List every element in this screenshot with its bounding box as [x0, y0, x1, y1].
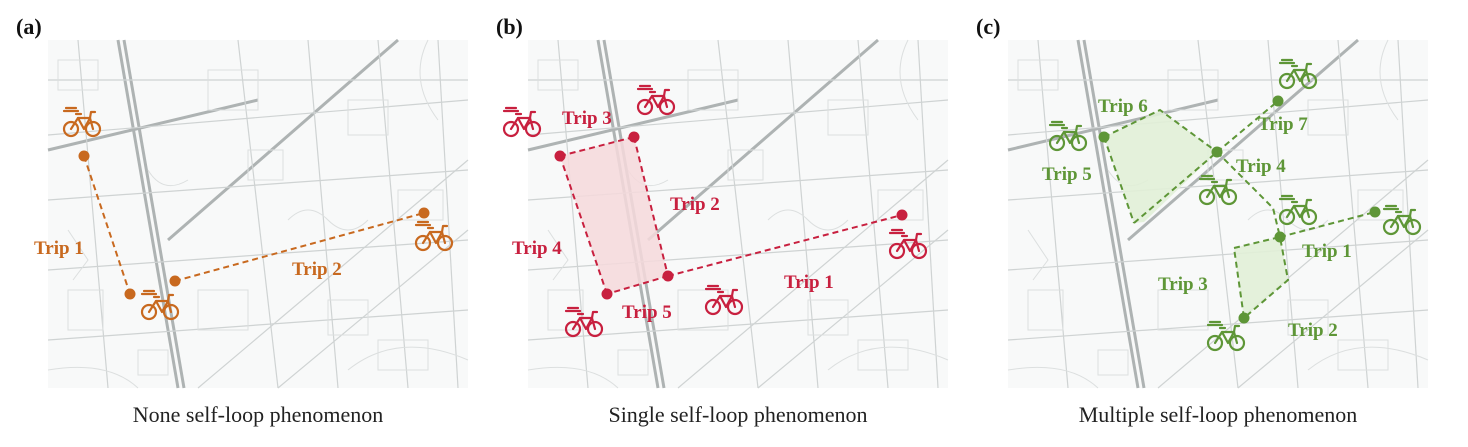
trip-label-1: Trip 1	[34, 238, 84, 259]
trip-point-dot	[628, 131, 640, 143]
trip-point-dot	[1098, 131, 1110, 143]
trip-label-3: Trip 3	[562, 108, 612, 129]
trip-paths	[559, 136, 903, 295]
trip-point-dot	[418, 207, 430, 219]
trip-label-2: Trip 2	[292, 259, 342, 280]
caption-b: Single self-loop phenomenon	[608, 402, 868, 427]
trip-paths	[83, 155, 425, 295]
trip-label-2: Trip 2	[1288, 320, 1338, 341]
map-b: Trip 1 Trip 2 Trip 3 Trip 4 Trip 5	[502, 38, 950, 390]
trip-label-7: Trip 7	[1258, 114, 1308, 135]
self-loop-area-1	[1104, 110, 1217, 223]
panel-b: (b) Trip 1 Trip 2 Trip 3	[488, 0, 958, 447]
map-a: Trip 1 Trip 2	[34, 38, 470, 390]
trip-point-dot	[554, 150, 566, 162]
panel-c: (c) Trip	[968, 0, 1438, 447]
caption-c: Multiple self-loop phenomenon	[1078, 402, 1358, 427]
caption-a: None self-loop phenomenon	[132, 402, 384, 427]
trip-point-dot	[601, 288, 613, 300]
panel-a: (a) Trip 1 Trip 2 None self-loop phenome…	[8, 0, 478, 447]
trip-label-3: Trip 3	[1158, 274, 1208, 295]
trip-label-1: Trip 1	[1302, 241, 1352, 262]
trip-point-dot	[662, 270, 674, 282]
trip-label-6: Trip 6	[1098, 96, 1148, 117]
trip-label-1: Trip 1	[784, 272, 834, 293]
trip-label-5: Trip 5	[1042, 164, 1092, 185]
trip-point-dot	[1369, 206, 1381, 218]
panel-letter: (a)	[16, 14, 42, 39]
trip-point-dot	[1238, 312, 1250, 324]
panel-letter: (c)	[976, 14, 1001, 39]
trip-point-dot	[1272, 95, 1284, 107]
trip-label-5: Trip 5	[622, 302, 672, 323]
trip-label-2: Trip 2	[670, 194, 720, 215]
trip-paths	[1103, 100, 1376, 320]
map-c: Trip 1 Trip 2 Trip 3 Trip 4 Trip 5 Trip …	[1006, 38, 1430, 390]
trip-point-dot	[896, 209, 908, 221]
trip-point-dot	[124, 288, 136, 300]
panel-letter: (b)	[496, 14, 523, 39]
trip-point-dot	[1211, 146, 1223, 158]
trip-point-dot	[169, 275, 181, 287]
trip-point-dot	[78, 150, 90, 162]
trip-points	[78, 150, 430, 300]
trip-points	[1098, 95, 1381, 324]
trip-points	[554, 131, 908, 300]
self-loop-area	[560, 137, 668, 294]
trip-label-4: Trip 4	[1236, 156, 1286, 177]
trip-label-4: Trip 4	[512, 238, 562, 259]
trip-point-dot	[1274, 231, 1286, 243]
self-loop-area-2	[1234, 237, 1288, 318]
